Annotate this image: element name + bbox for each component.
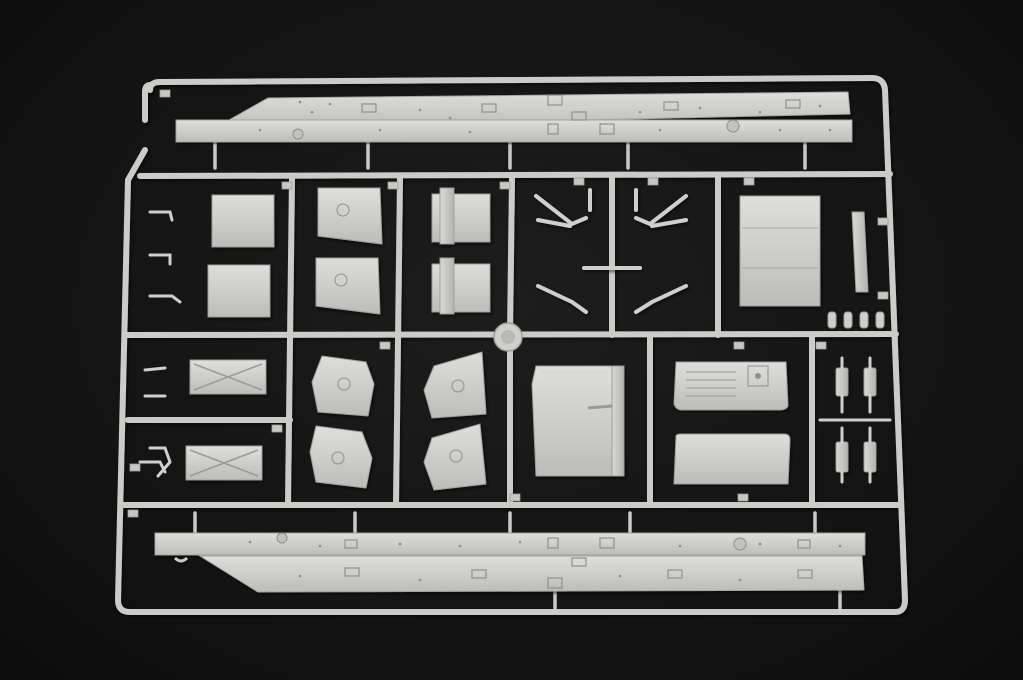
sprue-frame [115,75,908,615]
gate-stubs [193,136,842,610]
top-long-rail [175,91,853,143]
large-side-panel [739,195,821,307]
part-number-tabs [127,89,889,518]
sprue-center-disc [493,322,523,352]
bottom-long-rail [154,532,866,593]
turret-block [531,365,625,477]
plain-panel [673,433,791,485]
small-hooks-left [138,210,182,478]
vented-panel [673,361,789,411]
vertical-bracket-right [851,211,869,293]
angled-struts [534,188,688,314]
cross-braced-frames [185,359,267,481]
small-pegs-right [827,311,885,329]
hatch-plates-row1 [207,187,491,318]
fitting-gates [818,356,892,484]
hexagonal-hatches [309,351,487,491]
